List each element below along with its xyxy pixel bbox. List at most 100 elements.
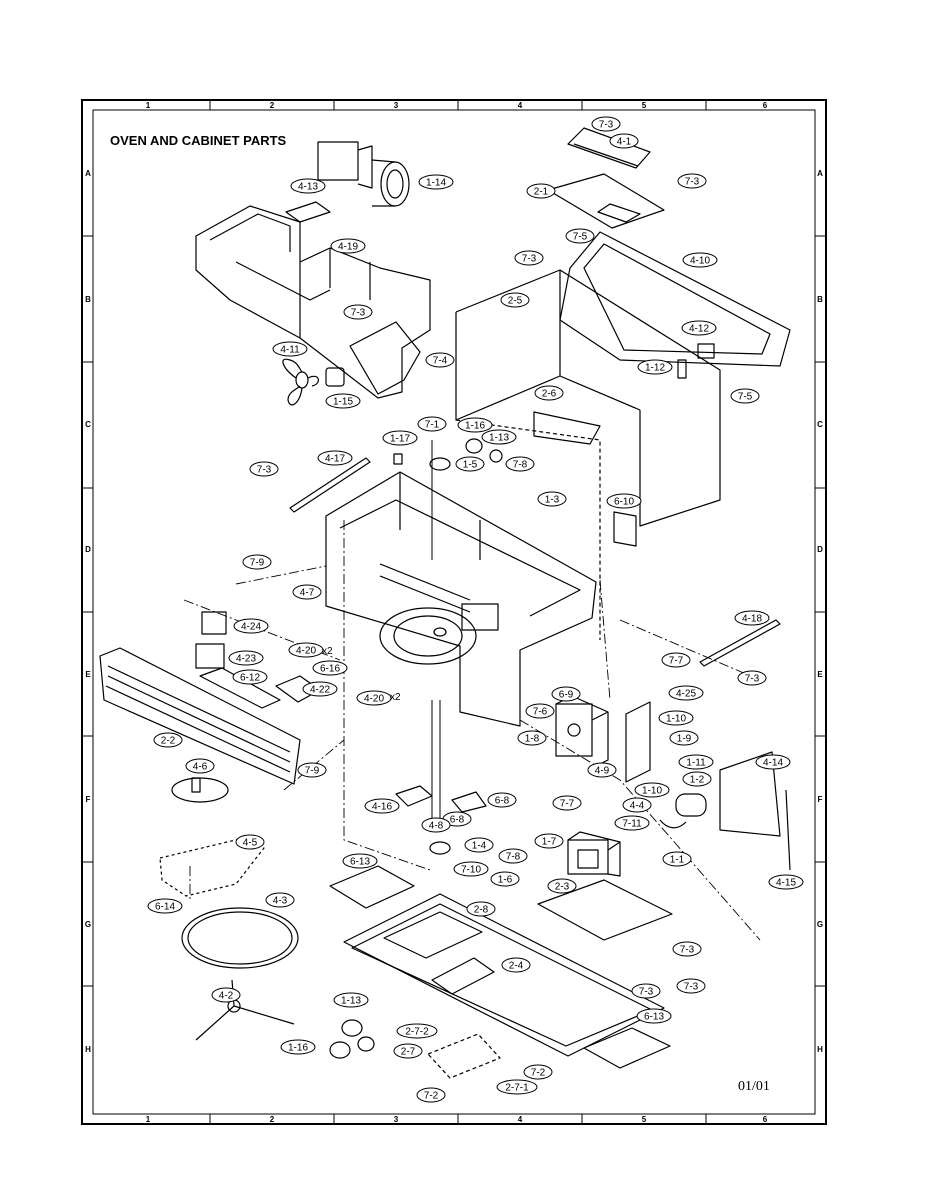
callout-bubble: 2-1 bbox=[526, 183, 556, 199]
callout-label: 4-24 bbox=[241, 622, 261, 633]
callout-label: 7-3 bbox=[680, 945, 695, 956]
callout-bubble: 6-13 bbox=[636, 1008, 672, 1024]
callout-label: 1-15 bbox=[333, 397, 353, 408]
callout-label: 4-22 bbox=[310, 685, 330, 696]
callout-label: 1-16 bbox=[288, 1043, 308, 1054]
callout-bubble: 7-3 bbox=[631, 983, 661, 999]
callout-bubble: 1-8 bbox=[517, 730, 547, 746]
callout-outline bbox=[658, 710, 694, 726]
callout-label: 7-2 bbox=[531, 1068, 546, 1079]
callout-outline bbox=[325, 393, 361, 409]
callout-outline bbox=[343, 304, 373, 320]
callout-label: 7-7 bbox=[669, 656, 684, 667]
rail-4-17 bbox=[289, 457, 371, 513]
callout-bubble: 7-8 bbox=[505, 456, 535, 472]
callout-outline bbox=[525, 703, 555, 719]
part-1-12 bbox=[677, 359, 687, 379]
callout-outline bbox=[232, 669, 268, 685]
callout-bubble: 1-13 bbox=[481, 429, 517, 445]
callout-outline bbox=[464, 837, 494, 853]
callout-label: 4-25 bbox=[676, 689, 696, 700]
callout-bubble: 4-11 bbox=[272, 341, 308, 357]
callout-outline bbox=[147, 898, 183, 914]
callout-outline bbox=[768, 874, 804, 890]
grille-6-12 bbox=[199, 667, 281, 709]
callout-outline bbox=[682, 771, 712, 787]
callout-label: 6-8 bbox=[450, 815, 465, 826]
callout-label: 6-8 bbox=[495, 796, 510, 807]
row-label-left: E bbox=[85, 670, 91, 679]
callout-label: 1-12 bbox=[645, 363, 665, 374]
callout-outline bbox=[228, 650, 264, 666]
callout-label: 1-5 bbox=[463, 460, 478, 471]
callout-bubble: 1-15 bbox=[325, 393, 361, 409]
callout-outline bbox=[682, 252, 718, 268]
quantity-note: x2 bbox=[390, 692, 401, 703]
callout-label: 4-3 bbox=[273, 896, 288, 907]
col-label-bottom: 4 bbox=[518, 1115, 523, 1124]
label-6-10 bbox=[613, 511, 637, 547]
callout-outline bbox=[737, 670, 767, 686]
callout-outline bbox=[755, 754, 791, 770]
grid-labels: 1 2 3 4 5 6 1 2 3 4 5 6 A B C D E F G H … bbox=[85, 101, 823, 1124]
callout-outline bbox=[288, 642, 324, 658]
callout-outline bbox=[364, 798, 400, 814]
callout-bubble: 1-16 bbox=[457, 417, 493, 433]
grid-ticks bbox=[82, 100, 826, 1124]
col-label-top: 3 bbox=[394, 101, 399, 110]
callout-outline bbox=[356, 690, 392, 706]
callout-outline bbox=[534, 833, 564, 849]
fan-bracket-7-4 bbox=[349, 321, 421, 395]
callout-outline bbox=[609, 133, 639, 149]
callout-label: 4-1 bbox=[617, 137, 632, 148]
callout-label: 6-13 bbox=[644, 1012, 664, 1023]
callout-label: 7-9 bbox=[250, 558, 265, 569]
callout-bubble: 7-5 bbox=[565, 228, 595, 244]
callout-label: 7-8 bbox=[506, 852, 521, 863]
callout-bubble: 4-3 bbox=[265, 892, 295, 908]
callout-label: 1-4 bbox=[472, 841, 487, 852]
coupler-4-2 bbox=[195, 979, 295, 1041]
callout-outline bbox=[677, 173, 707, 189]
callout-bubble: 7-5 bbox=[730, 388, 760, 404]
callout-bubble: 4-14 bbox=[755, 754, 791, 770]
callout-bubble: 4-23 bbox=[228, 650, 264, 666]
callout-label: 4-18 bbox=[742, 614, 762, 625]
callout-label: 2-5 bbox=[508, 296, 523, 307]
door-frame-2-2 bbox=[99, 647, 301, 785]
rail-4-18 bbox=[699, 619, 781, 667]
callout-outline bbox=[265, 892, 295, 908]
callout-label: 4-8 bbox=[429, 821, 444, 832]
top-panel-4-10 bbox=[559, 231, 791, 367]
outer-cabinet-2-5 bbox=[455, 269, 721, 640]
callout-outline bbox=[490, 871, 520, 887]
callout-label: 4-7 bbox=[300, 588, 315, 599]
callout-label: 4-16 bbox=[372, 802, 392, 813]
callout-bubble: 1-3 bbox=[537, 491, 567, 507]
air-duct-4-19 bbox=[195, 205, 431, 399]
callout-label: 7-8 bbox=[513, 460, 528, 471]
callout-bubble: 7-11 bbox=[614, 815, 650, 831]
callout-outline bbox=[498, 848, 528, 864]
row-label-left: F bbox=[86, 795, 91, 804]
callout-outline bbox=[487, 792, 517, 808]
callout-bubble: 4-9 bbox=[587, 762, 617, 778]
callout-bubble: 2-4 bbox=[501, 957, 531, 973]
callout-outline bbox=[678, 754, 714, 770]
callout-label: 2-2 bbox=[161, 736, 176, 747]
callout-label: 7-11 bbox=[622, 819, 642, 830]
callout-outline bbox=[290, 178, 326, 194]
callout-bubble: 2-3 bbox=[547, 878, 577, 894]
callout-outline bbox=[425, 352, 455, 368]
callout-outline bbox=[551, 686, 581, 702]
callout-bubble: 7-2 bbox=[523, 1064, 553, 1080]
callout-outline bbox=[185, 758, 215, 774]
callout-bubble: 1-16 bbox=[280, 1039, 316, 1055]
callout-outline bbox=[631, 983, 661, 999]
callout-outline bbox=[634, 782, 670, 798]
callout-label: 7-3 bbox=[745, 674, 760, 685]
callout-outline bbox=[591, 116, 621, 132]
callout-bubble: 2-7-1 bbox=[496, 1079, 538, 1095]
callout-outline bbox=[242, 554, 272, 570]
callout-label: 1-2 bbox=[690, 775, 705, 786]
